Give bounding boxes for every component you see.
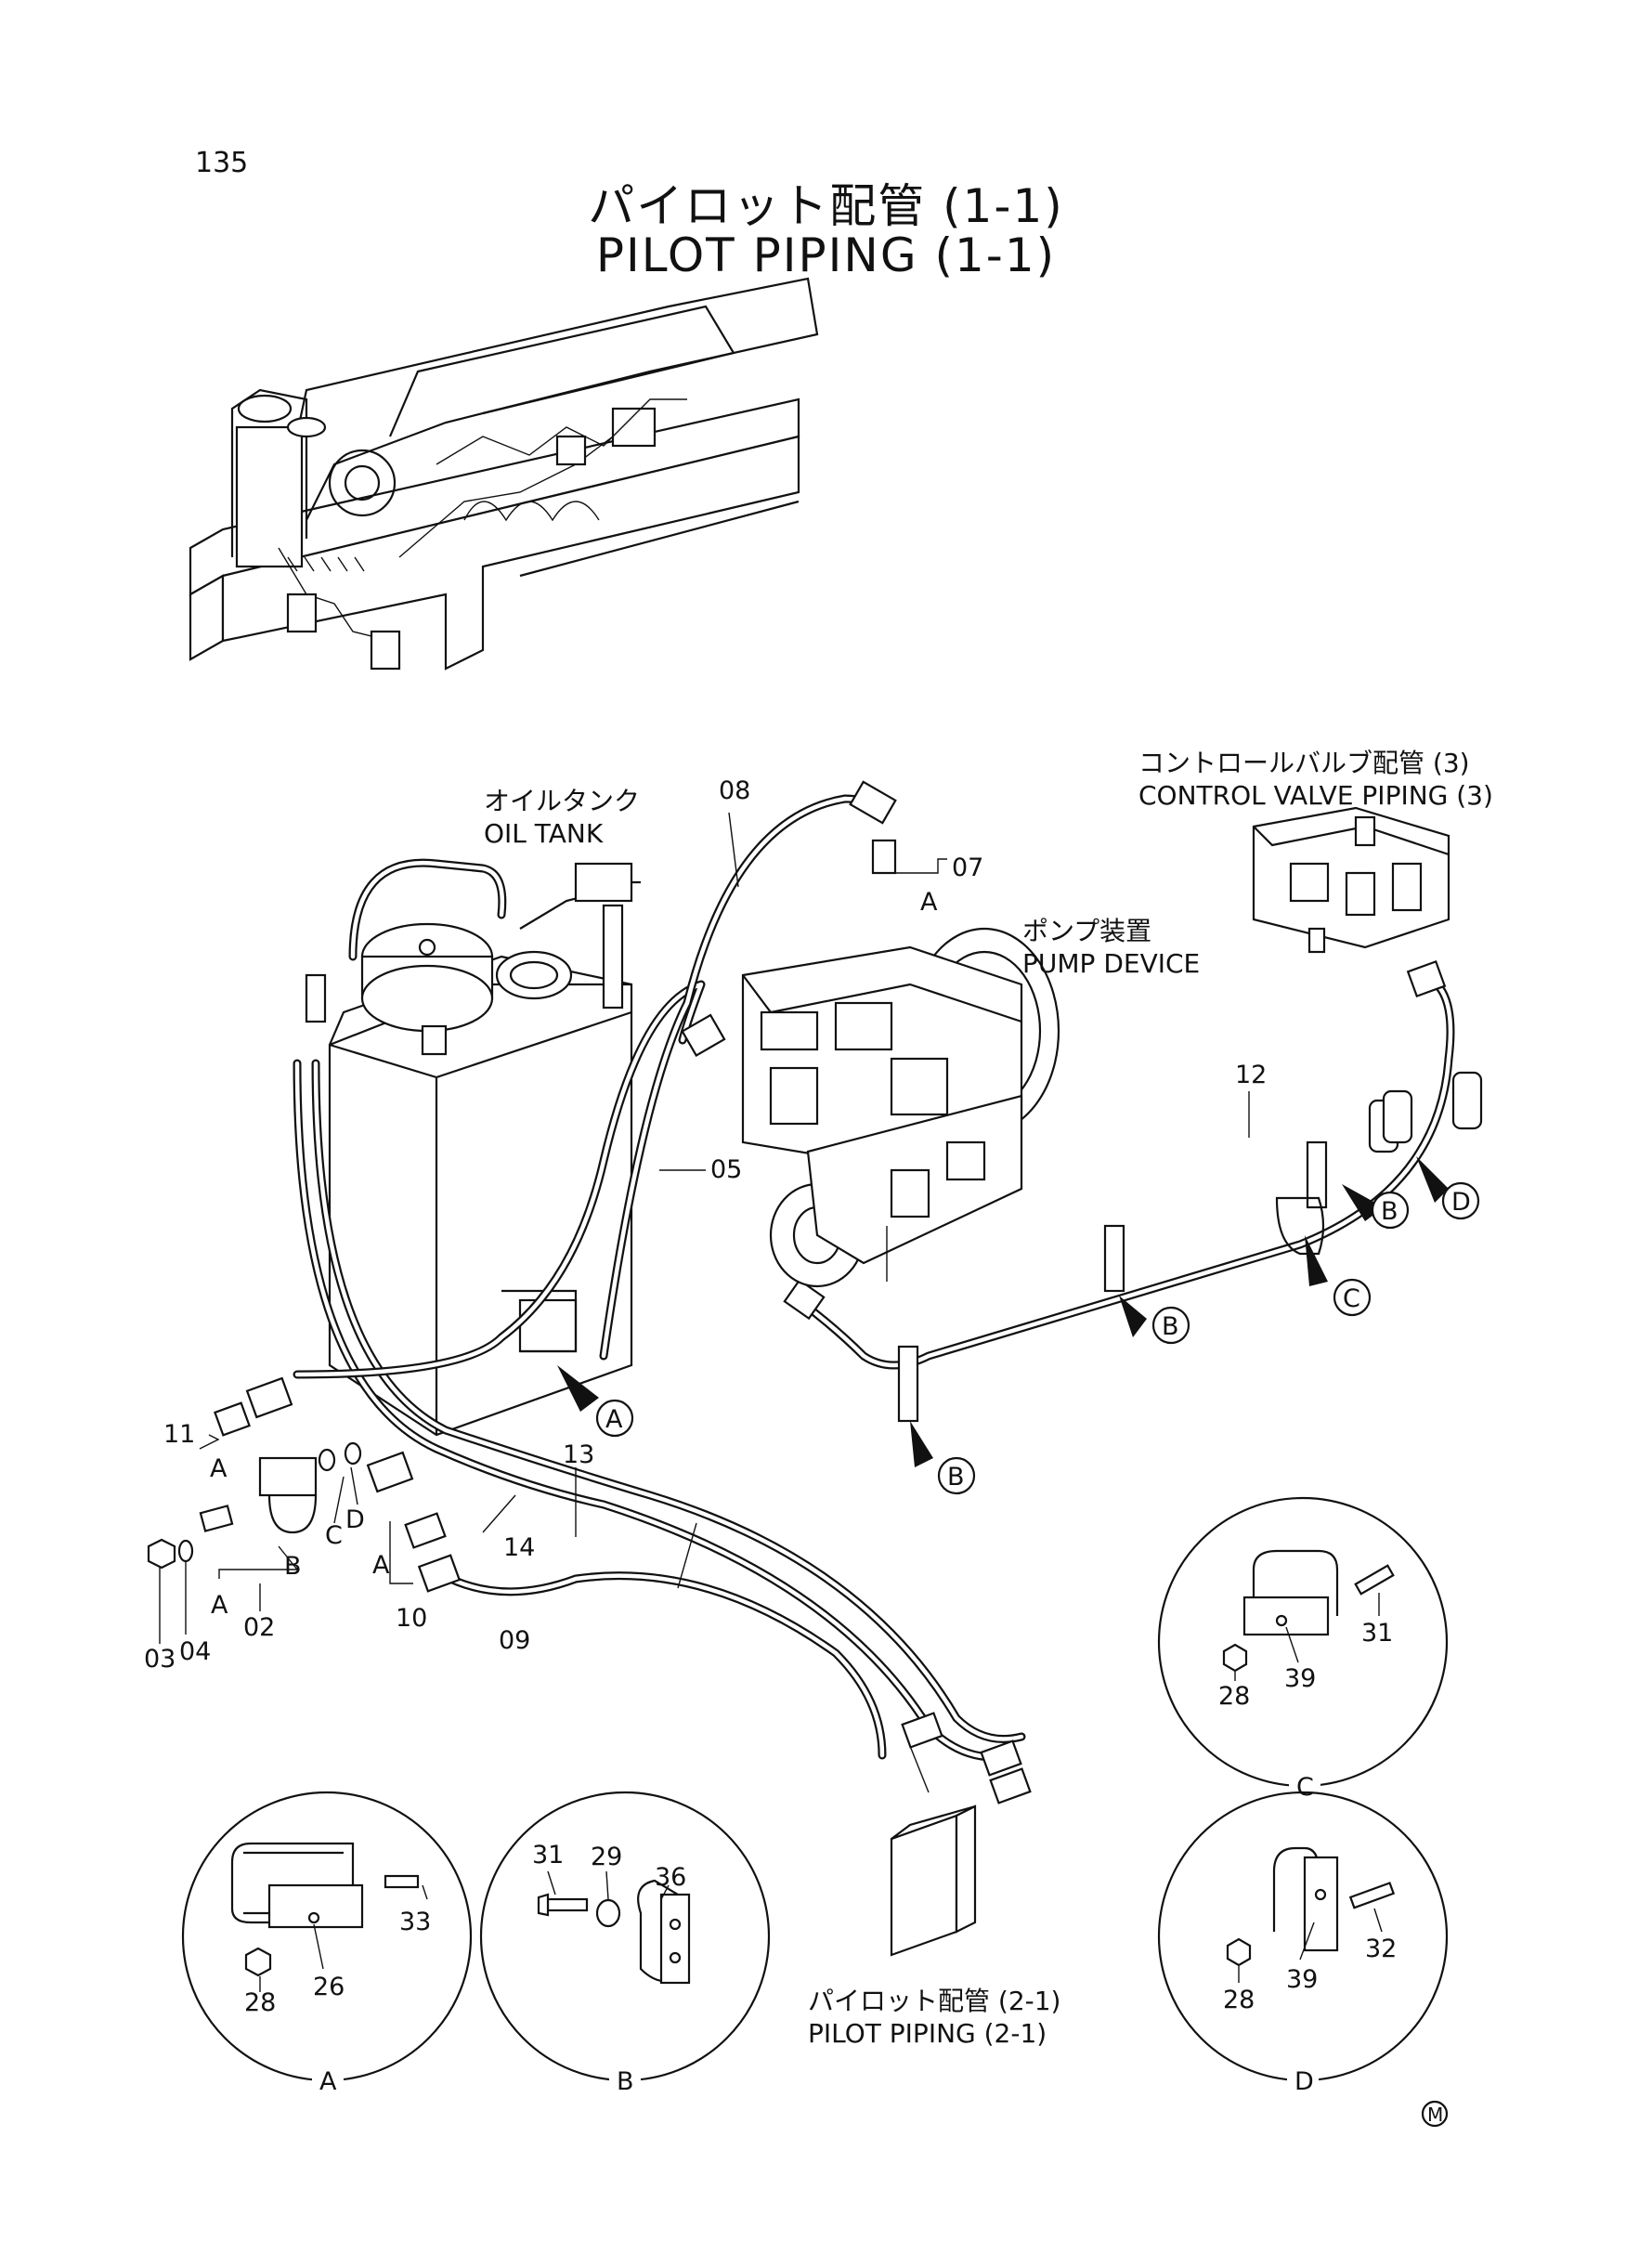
detail-b-part-2: 29 [591,1843,622,1871]
control-valve-piping-label: CONTROL VALVE PIPING (3) [1138,780,1493,811]
detail-d-part-1: 32 [1365,1935,1397,1963]
ref-a-pump: A [920,888,938,917]
detail-d-label: D [1294,2067,1314,2096]
clamp-ref-d: D [1441,1181,1480,1220]
part-number-09: 09 [499,1626,530,1655]
detail-c-label: C [1296,1773,1314,1802]
detail-d: 32 39 28 D [1157,1791,1449,2096]
clamp-ref-a-tank: A [595,1399,634,1438]
clamp-ref-c: C [1333,1278,1372,1317]
detail-b: 31 29 36 B [479,1791,771,2096]
detail-a-part-1: 33 [399,1908,431,1936]
svg-text:M: M [1427,2104,1443,2126]
pilot-piping-next-label: PILOT PIPING (2-1) [808,2018,1047,2049]
fittings [147,780,1447,1957]
svg-text:B: B [1381,1197,1398,1226]
control-valve-piping-label-ja: コントロールバルブ配管 (3) [1138,748,1470,778]
svg-text:B: B [947,1463,965,1492]
detail-c-part-3: 28 [1218,1682,1250,1711]
detail-d-part-3: 28 [1223,1986,1255,2014]
detail-b-part-1: 31 [532,1841,564,1870]
part-number-08: 08 [719,776,750,805]
ref-a-fitting-11: A [210,1454,228,1483]
part-number-07: 07 [952,853,983,882]
control-valve-illustration [1252,806,1450,954]
oil-tank-illustration [305,858,641,1437]
part-number-02: 02 [243,1613,275,1642]
detail-c-part-2: 39 [1284,1664,1316,1693]
clamp-ref-b-2: B [1151,1306,1190,1345]
ref-a-fitting-10: A [372,1551,390,1580]
part-number-10: 10 [396,1604,427,1633]
page-number: 135 [195,147,249,179]
part-number-14: 14 [503,1533,535,1562]
part-number-04: 04 [179,1637,211,1666]
pipe-clamps [897,1071,1483,1423]
detail-a-part-3: 26 [313,1973,345,2001]
detail-d-part-2: 39 [1286,1965,1318,1994]
svg-text:A: A [605,1405,623,1434]
pilot-piping-next-label-ja: パイロット配管 (2-1) [808,1986,1060,2016]
page-title-japanese: パイロット配管 (1-1) [588,179,1064,233]
detail-a-label: A [319,2067,337,2096]
detail-c: 31 39 28 C [1157,1496,1449,1802]
svg-text:C: C [1343,1284,1360,1313]
part-number-12: 12 [1235,1061,1267,1089]
detail-b-label: B [617,2067,634,2096]
machine-overview-illustration [189,277,819,671]
oil-tank-label-ja: オイルタンク [484,786,640,816]
svg-text:B: B [1162,1312,1179,1341]
clamp-ref-b-1: B [937,1456,976,1495]
ref-a-fitting-02: A [211,1591,228,1620]
detail-a-part-2: 28 [244,1988,276,2017]
oil-tank-label: OIL TANK [484,818,604,849]
leader-lines [159,812,1449,1644]
pump-device-label: PUMP DEVICE [1022,948,1200,979]
detail-a: 33 28 26 A [181,1791,473,2096]
part-number-03: 03 [144,1645,176,1674]
detail-c-part-1: 31 [1361,1619,1393,1648]
svg-text:D: D [1451,1188,1471,1217]
ref-c-fitting: C [325,1521,343,1550]
ref-d-fitting: D [345,1505,365,1534]
pump-device-illustration [741,927,1060,1288]
part-number-05: 05 [710,1155,742,1184]
ref-b-fitting-02: B [284,1552,302,1581]
part-number-13: 13 [563,1440,594,1469]
part-number-11: 11 [163,1420,195,1449]
clamp-ref-b-3: B [1371,1191,1410,1230]
detail-b-part-3: 36 [655,1863,686,1892]
circled-m-mark: M [1421,2100,1449,2128]
pump-device-label-ja: ポンプ装置 [1022,916,1151,946]
page-title-english: PILOT PIPING (1-1) [595,228,1057,282]
